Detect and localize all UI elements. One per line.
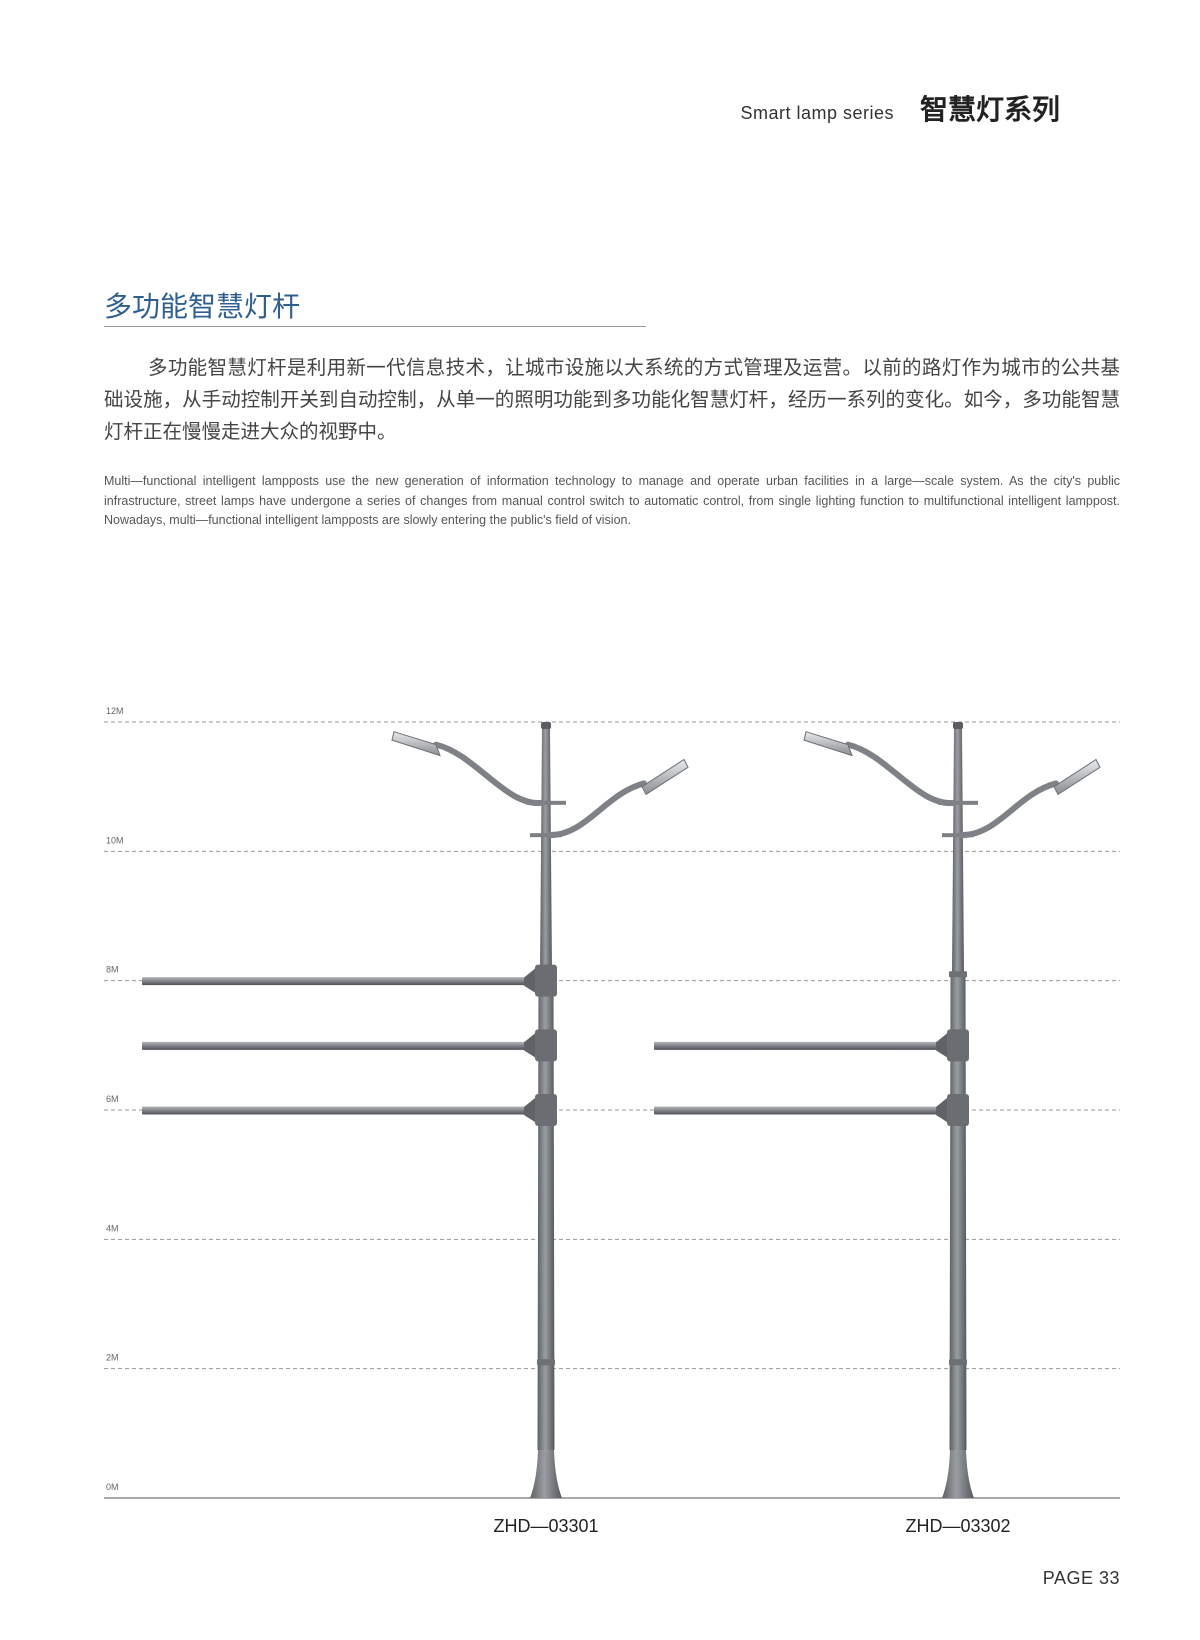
intro-paragraph-en: Multi—functional intelligent lampposts u… — [104, 474, 1120, 527]
lamppost-height-diagram: 12M 10M 8M 6M 4M 2M 0M ZHD—03301 ZHD—03302 — [104, 706, 1120, 1536]
y-tick-label-12m: 12M — [106, 706, 124, 716]
side-arm — [142, 1041, 536, 1050]
model-label-1: ZHD—03301 — [493, 1516, 598, 1536]
header-series: Smart lamp series 智慧灯系列 — [740, 88, 1060, 128]
lamp-head-right — [1053, 758, 1101, 796]
pole-sleeve — [949, 971, 967, 978]
side-arm — [142, 1106, 536, 1115]
y-tick-label-8m: 8M — [106, 965, 119, 975]
pole-sleeve — [537, 1359, 555, 1366]
lamp-arm-clamp — [530, 833, 562, 838]
arm-bracket — [524, 968, 535, 993]
side-arm — [142, 977, 536, 986]
lamp-arm-right — [959, 780, 1059, 839]
arm-collar — [535, 1094, 557, 1126]
lamp-head-right — [641, 758, 689, 796]
lamp-arm-clamp — [942, 833, 974, 838]
arm-bracket — [524, 1098, 535, 1122]
pole-shaft-upper — [952, 728, 964, 975]
arm-collar — [535, 1029, 557, 1062]
pole-finial — [953, 722, 963, 729]
side-arm — [654, 1106, 948, 1115]
arm-bracket — [524, 1033, 535, 1058]
pole-sleeve — [949, 1359, 967, 1366]
intro-paragraph-cn: 多功能智慧灯杆是利用新一代信息技术，让城市设施以大系统的方式管理及运营。以前的路… — [104, 356, 1120, 443]
model-label-2: ZHD—03302 — [905, 1516, 1010, 1536]
arm-bracket — [936, 1098, 947, 1122]
arm-bracket — [936, 1033, 947, 1058]
pole-shaft-lower — [949, 974, 967, 1450]
series-title-cn: 智慧灯系列 — [919, 93, 1060, 126]
side-arm — [654, 1041, 948, 1050]
pole-base — [942, 1450, 974, 1498]
lamp-arm-left — [845, 741, 957, 806]
arm-collar — [947, 1094, 969, 1126]
pole-shaft-lower — [537, 974, 555, 1450]
lamppost-2 — [654, 722, 1101, 1498]
lamp-head-left — [803, 731, 853, 757]
page-number: PAGE 33 — [1042, 1568, 1120, 1588]
lamp-arm-clamp — [526, 800, 566, 805]
pole-base — [530, 1450, 562, 1498]
arm-collar — [535, 964, 557, 997]
arm-collar — [947, 1029, 969, 1062]
pole-finial — [541, 722, 551, 729]
section-title: 多功能智慧灯杆 — [104, 290, 301, 323]
lamp-arm-left — [433, 741, 545, 806]
y-tick-label-0m: 0M — [106, 1482, 119, 1492]
lamppost-1 — [142, 722, 689, 1498]
y-tick-label-4m: 4M — [106, 1223, 119, 1233]
series-title-en: Smart lamp series — [740, 103, 894, 123]
y-tick-label-2m: 2M — [106, 1353, 119, 1363]
lamp-arm-right — [547, 780, 647, 839]
y-tick-label-6m: 6M — [106, 1094, 119, 1104]
lamp-arm-clamp — [938, 800, 978, 805]
y-tick-label-10m: 10M — [106, 835, 124, 845]
title-divider — [104, 326, 646, 327]
pole-shaft-upper — [540, 728, 552, 975]
lamp-head-left — [391, 731, 441, 757]
